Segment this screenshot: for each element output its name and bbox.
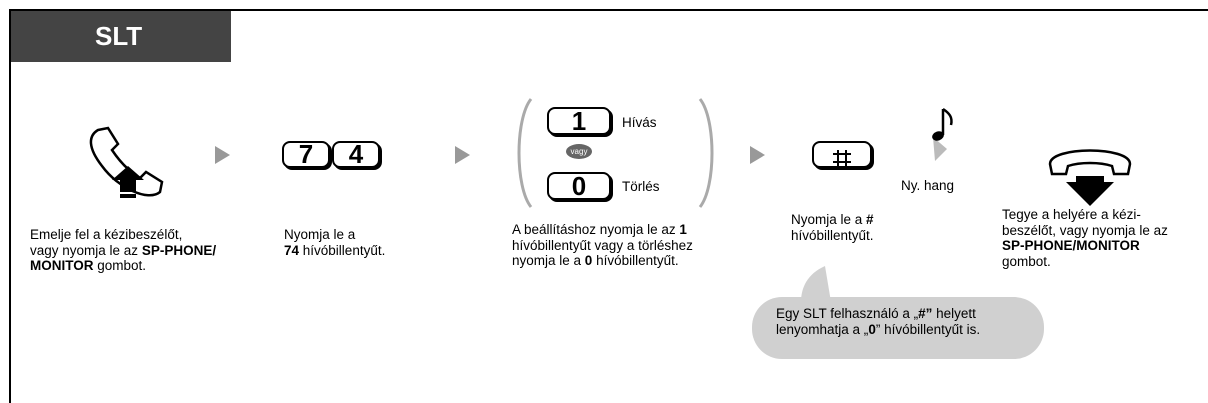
note-bubble-tail [801, 266, 831, 302]
step2-description: Nyomja le a 74 hívóbillentyűt. [284, 227, 386, 258]
page-title: SLT [11, 11, 231, 62]
choice-bracket-left [517, 98, 533, 208]
step3-description: A beállításhoz nyomja le az 1 hívóbillen… [512, 222, 693, 268]
key-4: 4 [332, 141, 380, 168]
diagram-frame [9, 9, 1208, 403]
key-hash [812, 141, 872, 168]
hash-icon [833, 150, 851, 166]
handset-off-hook-icon [89, 126, 164, 198]
note-bubble: Egy SLT felhasználó a „#” helyett lenyom… [752, 297, 1044, 359]
step4-description: Nyomja le a # hívóbillentyűt. [791, 212, 874, 243]
key-1: 1 [547, 107, 611, 135]
key-7: 7 [282, 141, 330, 168]
confirmation-tone-icon [932, 107, 953, 161]
tone-label: Ny. hang [901, 178, 955, 193]
step-arrow [215, 146, 230, 164]
step1-description: Emelje fel a kézibeszélőt, vagy nyomja l… [30, 227, 217, 273]
key-1-label: Hívás [622, 115, 657, 130]
or-badge: vagy [566, 144, 592, 159]
choice-bracket-right [698, 98, 714, 208]
step-arrow [455, 146, 470, 164]
handset-on-hook-icon [1048, 149, 1132, 206]
key-0: 0 [547, 172, 611, 200]
step5-description: Tegye a helyére a kézi- beszélőt, vagy n… [1002, 207, 1168, 269]
key-0-label: Törlés [622, 179, 660, 194]
step-arrow [750, 146, 765, 164]
